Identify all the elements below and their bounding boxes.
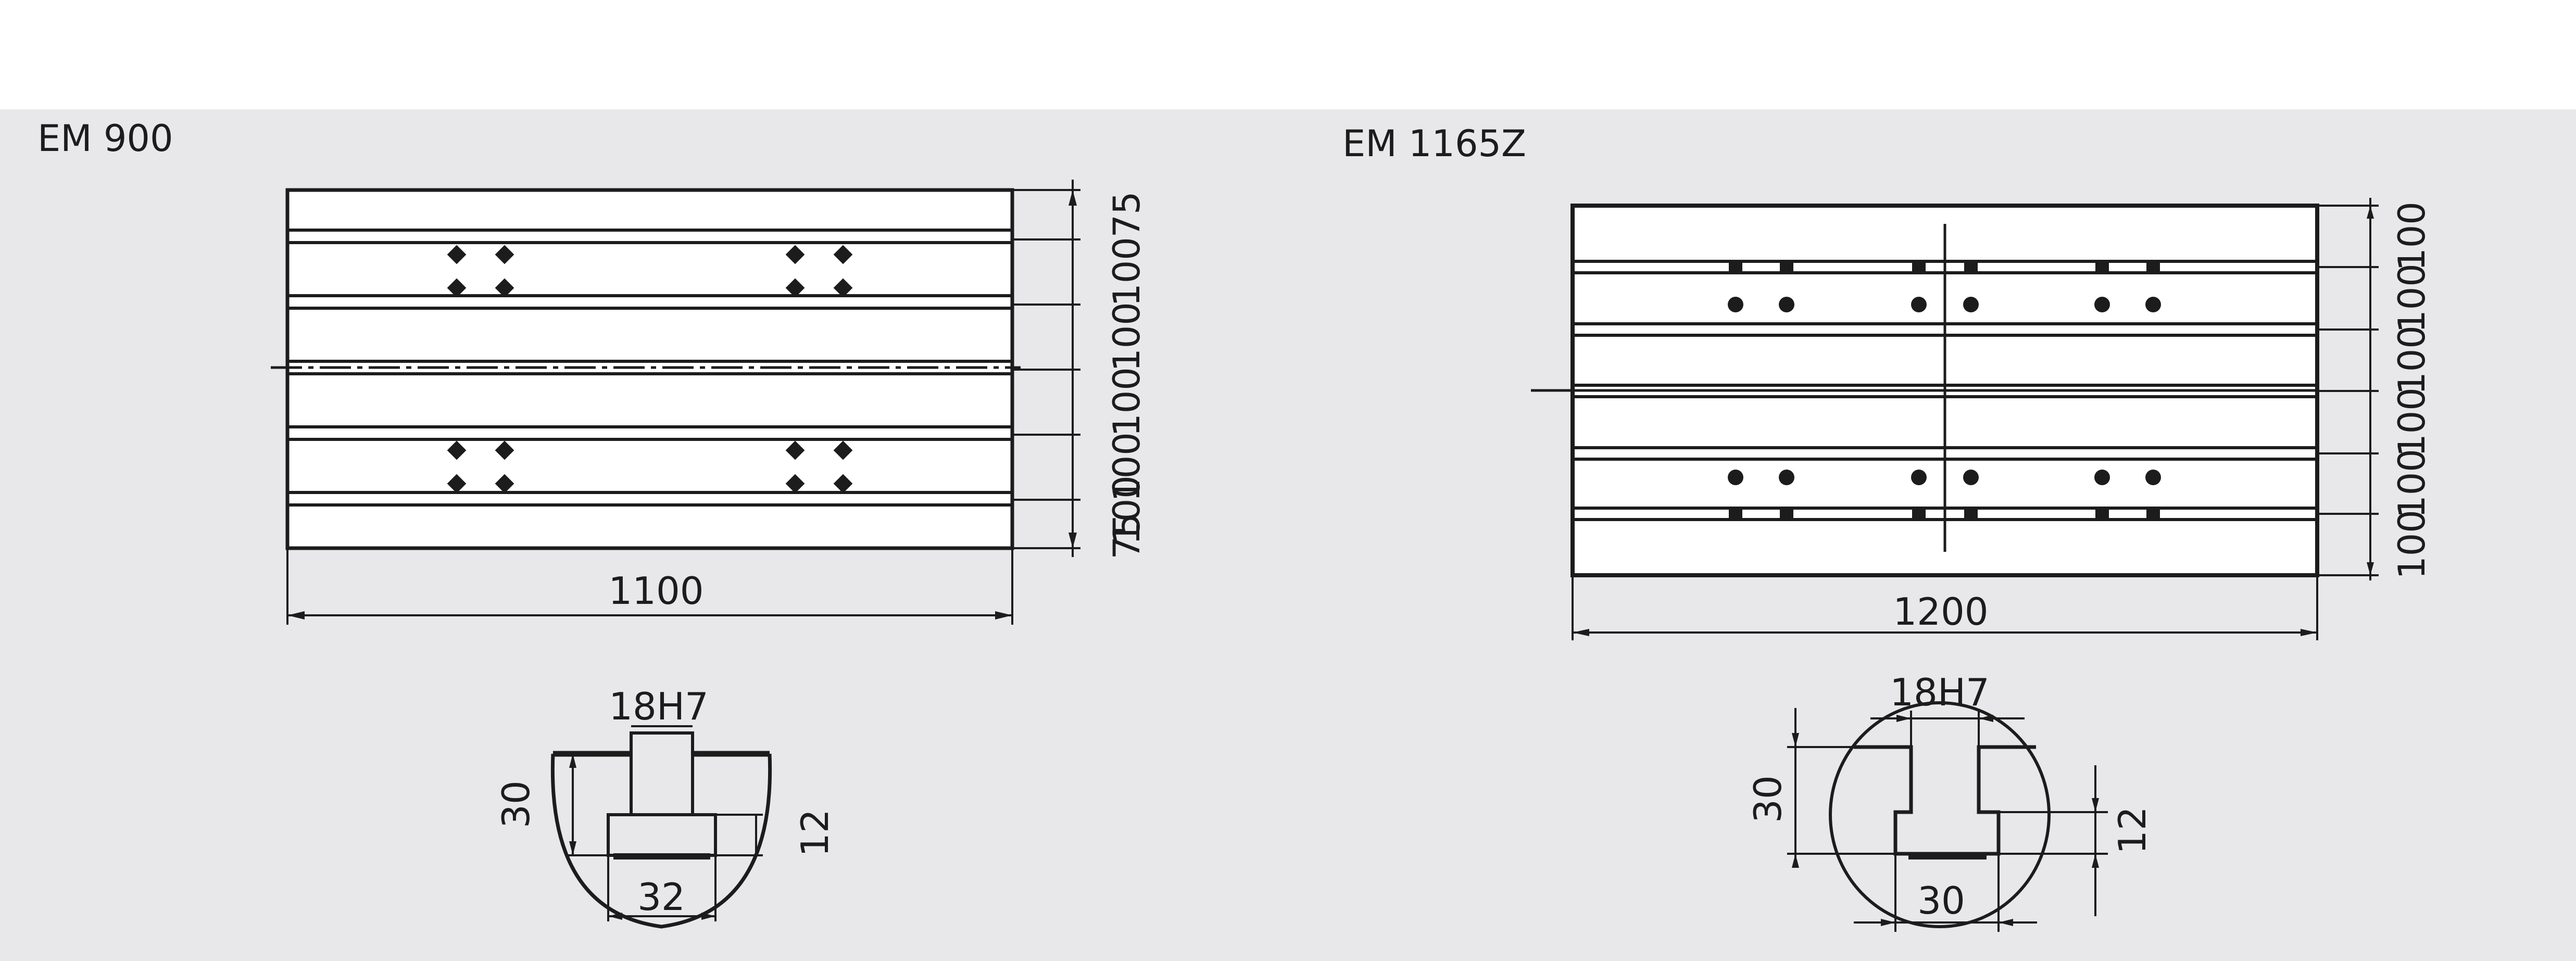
right-spacing-dimension: [2317, 198, 2379, 580]
right-spacing-arrows: [2367, 206, 2374, 575]
left-spacing-label: 75: [1105, 191, 1148, 237]
left-table-slots: [287, 229, 1012, 507]
left-slot-lower-width-label: 32: [637, 875, 685, 919]
left-spacing-dimension: [1012, 180, 1080, 557]
right-table-slot-markers: [1729, 261, 2160, 520]
right-slot-lower-width-label: 30: [1917, 879, 1965, 922]
left-table-holes: [447, 245, 853, 494]
right-table-holes: [1728, 297, 2161, 485]
left-spacing-label: 100: [1105, 475, 1148, 545]
right-slot-arrows: [1792, 715, 2099, 926]
right-table-title: EM 1165Z: [1342, 122, 1526, 165]
left-slot-lower-height-label: 12: [793, 809, 837, 857]
left-slot-labels: 18H7 30 12 32: [494, 685, 837, 919]
left-width-dimension: [286, 548, 1013, 625]
left-width-arrows: [287, 611, 1012, 619]
left-spacing-label: 100: [1105, 367, 1148, 437]
left-table-plate: [285, 188, 1014, 550]
right-spacing-label: 100: [2391, 325, 2433, 395]
right-slot-depth-label: 30: [1746, 775, 1790, 823]
right-slot-section: [1787, 701, 2108, 932]
left-slot-depth-label: 30: [494, 780, 538, 828]
right-slot-width-label: 18H7: [1890, 671, 1990, 714]
left-spacing-label: 100: [1105, 302, 1148, 372]
left-table-title: EM 900: [37, 117, 173, 160]
right-spacing-label: 100: [2391, 510, 2433, 579]
right-slot-lower-height-label: 12: [2110, 806, 2154, 854]
right-width-arrows: [1573, 629, 2317, 636]
right-spacing-label: 100: [2391, 201, 2433, 271]
left-slot-arrows: [569, 754, 715, 920]
right-spacing-label: 100: [2391, 263, 2433, 333]
left-width-label: 1100: [608, 569, 703, 613]
right-spacing-label: 100: [2391, 449, 2433, 519]
left-spacing-labels: 75 100 100 100 100 100 75: [1105, 191, 1148, 559]
left-spacing-label: 75: [1105, 513, 1148, 559]
left-slot-width-label: 18H7: [609, 685, 709, 728]
left-table-drawing: EM 900: [37, 117, 1148, 929]
right-spacing-label: 100: [2391, 387, 2433, 457]
right-spacing-labels: 100 100 100 100 100 100: [2391, 201, 2433, 579]
left-spacing-arrows: [1069, 190, 1077, 548]
left-spacing-label: 100: [1105, 237, 1148, 307]
right-width-label: 1200: [1893, 590, 1988, 634]
right-width-dimension: [1572, 575, 2318, 640]
right-table-drawing: EM 1165Z: [1342, 122, 2433, 932]
left-spacing-label: 100: [1105, 432, 1148, 502]
right-slot-labels: 18H7 30 12 30: [1746, 671, 2154, 922]
left-slot-section: [550, 725, 772, 929]
